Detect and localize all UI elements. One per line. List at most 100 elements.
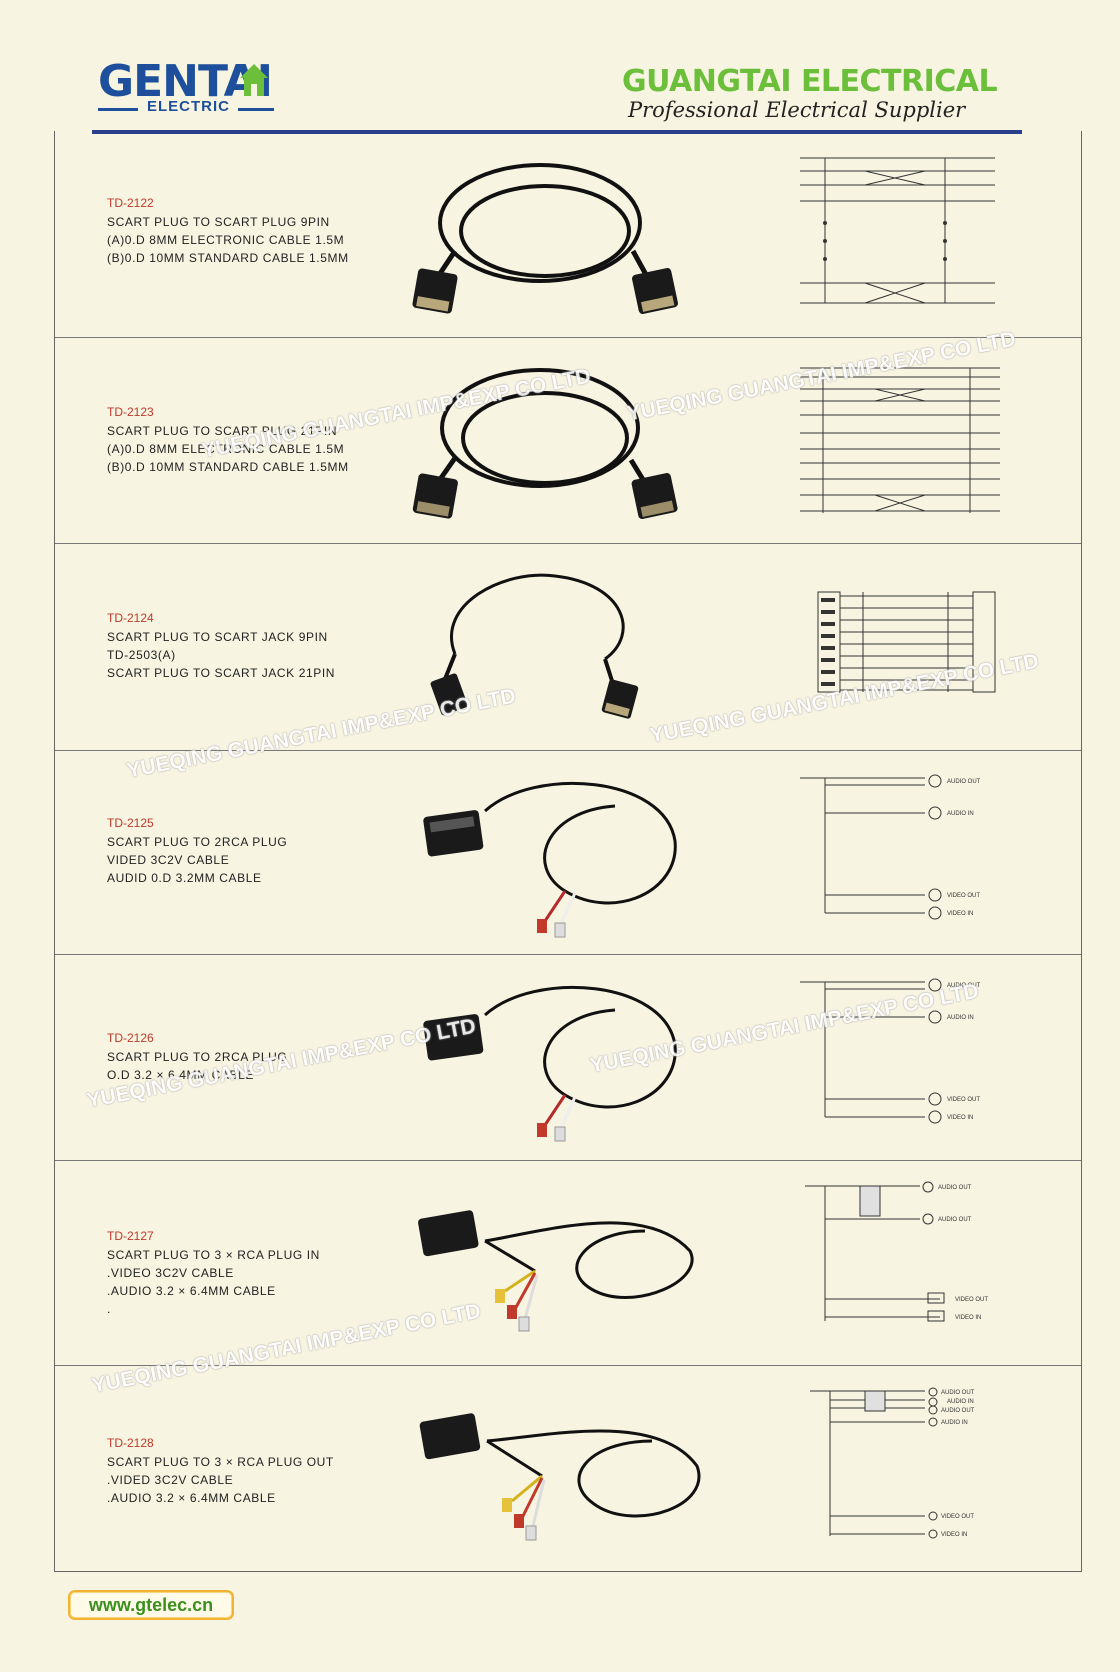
header-rule — [92, 130, 1022, 134]
scart-plug-right — [631, 473, 678, 520]
desc-line: (A)0.D 8MM ELECTRONIC CABLE 1.5M — [107, 233, 345, 247]
product-photo — [430, 573, 639, 719]
video-out-label: VIDEO OUT — [941, 1514, 974, 1520]
product-catalog: TD-2122 SCART PLUG TO SCART PLUG 9PIN (A… — [54, 131, 1082, 1572]
rca-plug-white — [518, 1316, 530, 1332]
video-in-label: VIDEO IN — [955, 1315, 981, 1321]
wiring-diagram — [817, 591, 996, 693]
wiring-diagram: AUDIO OUT AUDIO OUT VIDEO OUT VIDEO IN — [805, 1181, 988, 1322]
audio-out-label: AUDIO OUT — [938, 1185, 972, 1191]
gentai-logo: GENTAI ELECTRIC — [98, 58, 298, 124]
audio-in-label: AUDIO IN — [941, 1420, 968, 1426]
rca-plug-yellow — [502, 1498, 512, 1512]
desc-line: .VIDED 3C2V CABLE — [107, 1473, 234, 1487]
company-name: GUANGTAI ELECTRICAL — [622, 64, 998, 99]
product-description: SCART PLUG TO SCART JACK 9PIN TD-2503(A)… — [107, 628, 335, 682]
audio-out-label: AUDIO OUT — [941, 1390, 975, 1396]
product-row: TD-2125 SCART PLUG TO 2RCA PLUG VIDED 3C… — [55, 751, 1081, 955]
wiring-diagram — [800, 367, 1000, 513]
desc-line: .VIDEO 3C2V CABLE — [107, 1266, 234, 1280]
product-code: TD-2125 — [107, 816, 154, 830]
desc-line: AUDID 0.D 3.2MM CABLE — [107, 871, 262, 885]
rca-plug-yellow — [495, 1289, 505, 1303]
video-out-label: VIDEO OUT — [947, 1097, 980, 1103]
video-out-label: VIDEO OUT — [947, 893, 980, 899]
desc-line: SCART PLUG TO 2RCA PLUG — [107, 835, 288, 849]
logo-word: GENTAI — [98, 56, 273, 107]
product-photo — [412, 163, 678, 314]
desc-line: SCART PLUG TO SCART PLUG 21PIN — [107, 424, 338, 438]
logo-subtitle: ELECTRIC — [143, 98, 234, 115]
audio-out-label: AUDIO OUT — [941, 1408, 975, 1414]
product-photo — [412, 368, 678, 520]
scart-plug-left — [412, 473, 458, 519]
rca-plug-red — [507, 1305, 517, 1319]
product-description: SCART PLUG TO 2RCA PLUG VIDED 3C2V CABLE… — [107, 833, 287, 887]
rca-plug-red — [537, 1123, 547, 1137]
product-photo — [419, 1413, 701, 1541]
product-code: TD-2127 — [107, 1229, 154, 1243]
tagline: Professional Electrical Supplier — [628, 98, 966, 122]
product-code: TD-2123 — [107, 405, 154, 419]
wiring-diagram: AUDIO OUT AUDIO IN VIDEO OUT VIDEO IN — [800, 774, 981, 920]
video-out-label: VIDEO OUT — [955, 1297, 988, 1303]
wiring-diagram: AUDIO OUT AUDIO IN AUDIO OUT AUDIO IN VI… — [810, 1387, 975, 1539]
desc-line: TD-2503(A) — [107, 648, 176, 662]
video-in-label: VIDEO IN — [947, 1115, 973, 1121]
video-in-label: VIDEO IN — [941, 1532, 967, 1538]
product-photo — [418, 1210, 694, 1332]
desc-line: (A)0.D 8MM ELECTRONIC CABLE 1.5M — [107, 442, 345, 456]
rca-plug-red — [514, 1514, 524, 1528]
product-description: SCART PLUG TO 3 × RCA PLUG IN .VIDEO 3C2… — [107, 1246, 320, 1318]
desc-line: . — [107, 1302, 111, 1316]
product-code: TD-2126 — [107, 1031, 154, 1045]
product-description: SCART PLUG TO SCART PLUG 21PIN (A)0.D 8M… — [107, 422, 349, 476]
rca-plug-red — [537, 919, 547, 933]
scart-plug-left — [412, 268, 458, 314]
product-description: SCART PLUG TO 3 × RCA PLUG OUT .VIDED 3C… — [107, 1453, 334, 1507]
wiring-diagram — [800, 157, 995, 304]
scart-plug — [419, 1413, 481, 1460]
house-icon — [240, 64, 268, 96]
product-row: TD-2122 SCART PLUG TO SCART PLUG 9PIN (A… — [55, 131, 1081, 338]
product-row: TD-2126 SCART PLUG TO 2RCA PLUG O.D 3.2 … — [55, 955, 1081, 1161]
video-in-label: VIDEO IN — [947, 911, 973, 917]
scart-plug — [423, 810, 484, 857]
product-code: TD-2128 — [107, 1436, 154, 1450]
scart-plug-left — [430, 673, 468, 716]
desc-line: SCART PLUG TO 3 × RCA PLUG IN — [107, 1248, 320, 1262]
desc-line: .AUDIO 3.2 × 6.4MM CABLE — [107, 1284, 276, 1298]
product-row: TD-2128 SCART PLUG TO 3 × RCA PLUG OUT .… — [55, 1366, 1081, 1571]
desc-line: SCART PLUG TO 2RCA PLUG — [107, 1050, 288, 1064]
wiring-diagram: AUDIO OUT AUDIO IN VIDEO OUT VIDEO IN — [800, 978, 981, 1124]
desc-line: .AUDIO 3.2 × 6.4MM CABLE — [107, 1491, 276, 1505]
desc-line: (B)0.D 10MM STANDARD CABLE 1.5MM — [107, 251, 349, 265]
audio-in-label: AUDIO IN — [947, 1399, 974, 1405]
website-link[interactable]: www.gtelec.cn — [68, 1590, 234, 1620]
scart-plug — [418, 1210, 479, 1257]
rca-plug-white — [554, 1126, 566, 1142]
audio-out-label: AUDIO OUT — [947, 983, 981, 989]
logo-rule-right — [238, 108, 274, 111]
desc-line: SCART PLUG TO SCART PLUG 9PIN — [107, 215, 330, 229]
rca-plug-white — [525, 1525, 537, 1541]
scart-jack-right — [601, 679, 639, 719]
desc-line: O.D 3.2 × 6.4MM CABLE — [107, 1068, 254, 1082]
desc-line: SCART PLUG TO SCART JACK 21PIN — [107, 666, 336, 680]
product-row: TD-2123 SCART PLUG TO SCART PLUG 21PIN (… — [55, 338, 1081, 544]
product-description: SCART PLUG TO SCART PLUG 9PIN (A)0.D 8MM… — [107, 213, 349, 267]
scart-plug — [423, 1014, 484, 1061]
product-row: TD-2127 SCART PLUG TO 3 × RCA PLUG IN .V… — [55, 1161, 1081, 1366]
product-description: SCART PLUG TO 2RCA PLUG O.D 3.2 × 6.4MM … — [107, 1048, 287, 1084]
logo-rule-left — [98, 108, 138, 111]
product-code: TD-2124 — [107, 611, 154, 625]
rca-plug-white — [554, 922, 566, 938]
desc-line: SCART PLUG TO SCART JACK 9PIN — [107, 630, 328, 644]
desc-line: SCART PLUG TO 3 × RCA PLUG OUT — [107, 1455, 334, 1469]
product-code: TD-2122 — [107, 196, 154, 210]
desc-line: VIDED 3C2V CABLE — [107, 853, 230, 867]
audio-in-label: AUDIO IN — [947, 811, 974, 817]
audio-in-label: AUDIO IN — [947, 1015, 974, 1021]
product-photo — [423, 781, 677, 938]
scart-plug-right — [632, 268, 678, 314]
